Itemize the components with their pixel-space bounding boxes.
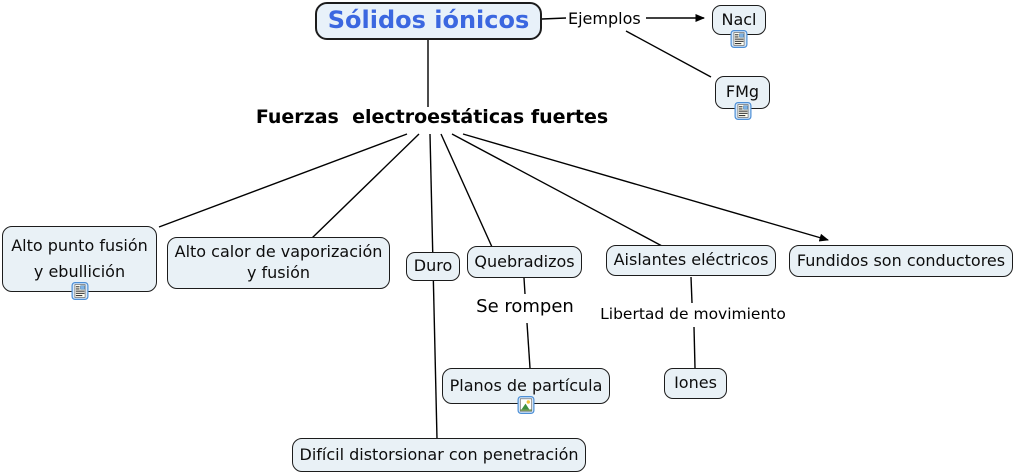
- concept-solidos-ionicos[interactable]: Sólidos iónicos: [315, 2, 542, 40]
- concept-label: Sólidos iónicos: [327, 6, 530, 35]
- concept-aislantes-electricos[interactable]: Aislantes eléctricos: [606, 245, 776, 276]
- concept-label-line2: y fusión: [246, 263, 311, 282]
- image-resource-icon[interactable]: [517, 396, 535, 414]
- edge-root-ejemplos: [541, 17, 567, 20]
- edge-fuerzas-aislantes: [451, 133, 663, 247]
- concept-alto-calor-vaporizacion[interactable]: Alto calor de vaporización y fusión: [167, 237, 390, 289]
- concept-label-line1: Alto calor de vaporización: [174, 242, 383, 262]
- concept-quebradizos[interactable]: Quebradizos: [467, 246, 582, 278]
- concept-dificil-distorsionar[interactable]: Difícil distorsionar con penetración: [292, 438, 586, 472]
- edge-se-rompen-planos: [526, 322, 531, 369]
- concept-duro[interactable]: Duro: [406, 252, 460, 281]
- concept-label-line2: y ebullición: [33, 261, 126, 281]
- edge-fuerzas-duro-dificil: [429, 133, 438, 440]
- concept-planos-de-particula[interactable]: Planos de partícula: [442, 368, 610, 414]
- document-resource-icon[interactable]: [71, 282, 88, 300]
- concept-label: Iones: [674, 373, 717, 393]
- concept-label: Quebradizos: [474, 251, 575, 271]
- edge-fuerzas-alto-calor: [310, 133, 420, 240]
- concept-label-line1: Alto punto fusión: [11, 235, 148, 255]
- concept-alto-punto-fusion[interactable]: Alto punto fusión y ebullición: [2, 226, 157, 300]
- concept-nacl[interactable]: Nacl: [712, 5, 766, 48]
- edge-fuerzas-quebradizos: [440, 133, 493, 248]
- concept-iones[interactable]: Iones: [664, 368, 727, 399]
- linking-phrase-libertad-de-movimiento[interactable]: Libertad de movimiento: [600, 305, 786, 323]
- concept-label: Difícil distorsionar con penetración: [299, 444, 579, 464]
- document-resource-icon[interactable]: [734, 102, 751, 120]
- linking-phrase-fuerzas-electroestaticas[interactable]: Fuerzas electroestáticas fuertes: [255, 106, 609, 128]
- concept-label: Nacl: [721, 9, 757, 29]
- concept-label: Aislantes eléctricos: [613, 250, 769, 270]
- concept-fundidos-son-conductores[interactable]: Fundidos son conductores: [789, 245, 1013, 277]
- concept-label: FMg: [725, 82, 760, 102]
- document-resource-icon[interactable]: [730, 30, 748, 48]
- edge-quebradizos-se-rompen: [523, 277, 526, 295]
- edge-ejemplos-fmg: [625, 30, 712, 78]
- edge-libertad-iones: [693, 326, 696, 369]
- concept-fmg[interactable]: FMg: [715, 76, 770, 120]
- linking-phrase-ejemplos[interactable]: Ejemplos: [568, 9, 641, 28]
- concept-label: Planos de partícula: [449, 375, 603, 395]
- concept-label: Duro: [413, 256, 453, 276]
- edge-fuerzas-alto-punto: [158, 133, 408, 228]
- edge-aislantes-libertad: [690, 276, 693, 304]
- linking-phrase-se-rompen[interactable]: Se rompen: [476, 296, 574, 317]
- edge-fuerzas-fundidos: [462, 133, 829, 242]
- concept-label: Fundidos son conductores: [796, 250, 1006, 270]
